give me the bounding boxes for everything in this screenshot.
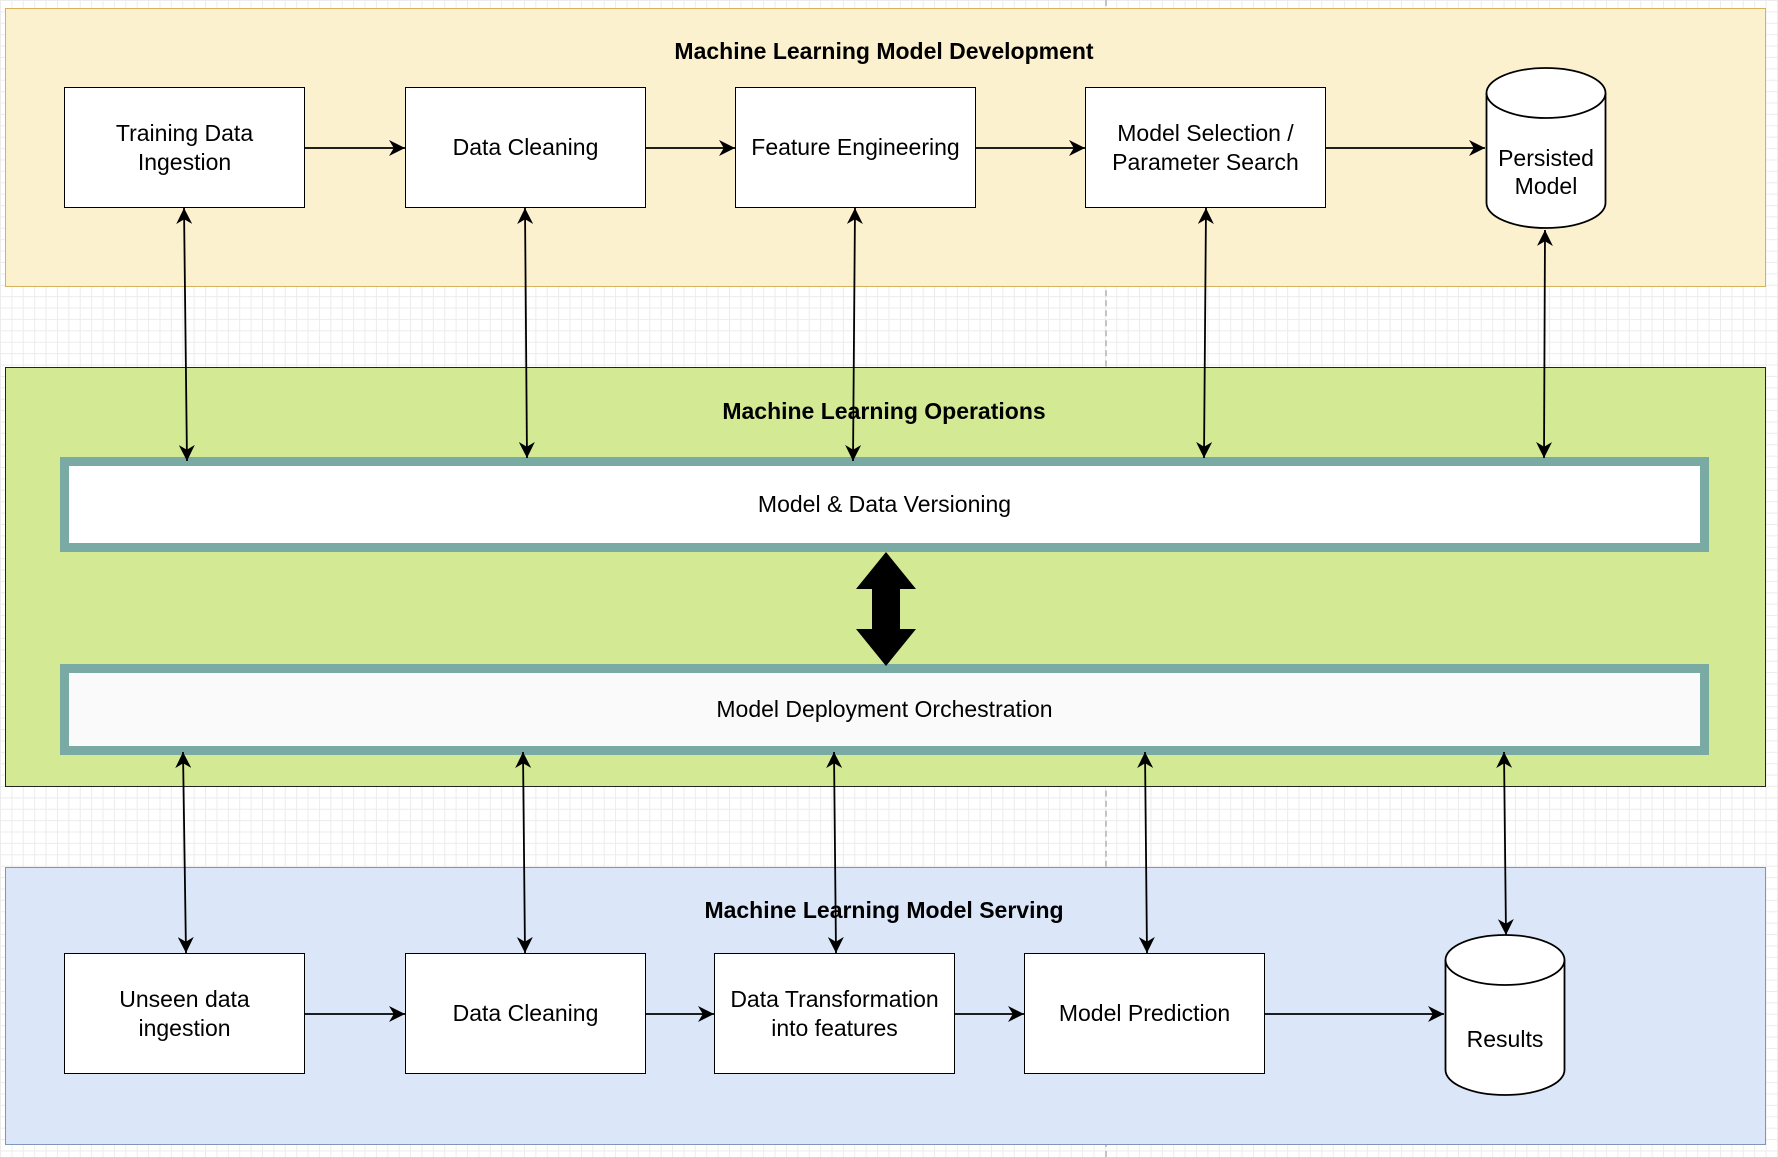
model-prediction-box[interactable]: Model Prediction bbox=[1024, 953, 1265, 1074]
dev-data-cleaning-box[interactable]: Data Cleaning bbox=[405, 87, 646, 208]
model-deployment-orchestration-label: Model Deployment Orchestration bbox=[716, 696, 1053, 722]
results-label: Results bbox=[1466, 1026, 1544, 1052]
srv-data-cleaning-label: Data Cleaning bbox=[452, 1000, 599, 1027]
data-transformation-box[interactable]: Data Transformation into features bbox=[714, 953, 955, 1074]
model-prediction-label: Model Prediction bbox=[1058, 1000, 1231, 1027]
feature-engineering-label: Feature Engineering bbox=[751, 134, 960, 161]
persisted-model-label: Persisted Model bbox=[1498, 145, 1594, 200]
ops-srv-link-3 bbox=[826, 751, 844, 954]
training-data-ingestion-label: Training Data Ingestion bbox=[115, 120, 254, 175]
model-selection-box[interactable]: Model Selection / Parameter Search bbox=[1085, 87, 1326, 208]
ops-srv-link-5 bbox=[1496, 751, 1514, 936]
results-cylinder[interactable]: Results bbox=[1444, 933, 1566, 1097]
development-title: Machine Learning Model Development bbox=[674, 38, 1094, 64]
serving-title: Machine Learning Model Serving bbox=[704, 897, 1064, 923]
dev-ops-link-1 bbox=[176, 207, 195, 462]
database-icon bbox=[1485, 67, 1607, 229]
persisted-model-cylinder[interactable]: Persisted Model bbox=[1485, 66, 1607, 230]
unseen-data-ingestion-box[interactable]: Unseen data ingestion bbox=[64, 953, 305, 1074]
srv-data-cleaning-box[interactable]: Data Cleaning bbox=[405, 953, 646, 1074]
model-deployment-orchestration-layer[interactable]: Model Deployment Orchestration bbox=[60, 664, 1709, 755]
ops-srv-link-2 bbox=[515, 751, 533, 954]
unseen-data-ingestion-label: Unseen data ingestion bbox=[119, 986, 250, 1041]
dev-ops-link-3 bbox=[845, 207, 863, 462]
ops-srv-link-1 bbox=[175, 751, 194, 954]
dev-ops-link-2 bbox=[517, 207, 535, 459]
dev-data-cleaning-label: Data Cleaning bbox=[452, 134, 599, 161]
operations-title: Machine Learning Operations bbox=[722, 398, 1046, 424]
dev-ops-link-4 bbox=[1196, 207, 1214, 459]
model-data-versioning-label: Model & Data Versioning bbox=[757, 491, 1012, 517]
model-selection-label: Model Selection / Parameter Search bbox=[1112, 120, 1299, 175]
ops-srv-link-4 bbox=[1137, 751, 1155, 954]
training-data-ingestion-box[interactable]: Training Data Ingestion bbox=[64, 87, 305, 208]
feature-engineering-box[interactable]: Feature Engineering bbox=[735, 87, 976, 208]
dev-ops-link-5 bbox=[1536, 229, 1553, 459]
layers-sync-arrow bbox=[856, 552, 916, 666]
model-data-versioning-layer[interactable]: Model & Data Versioning bbox=[60, 457, 1709, 552]
database-icon bbox=[1444, 934, 1566, 1096]
data-transformation-label: Data Transformation into features bbox=[730, 986, 939, 1041]
